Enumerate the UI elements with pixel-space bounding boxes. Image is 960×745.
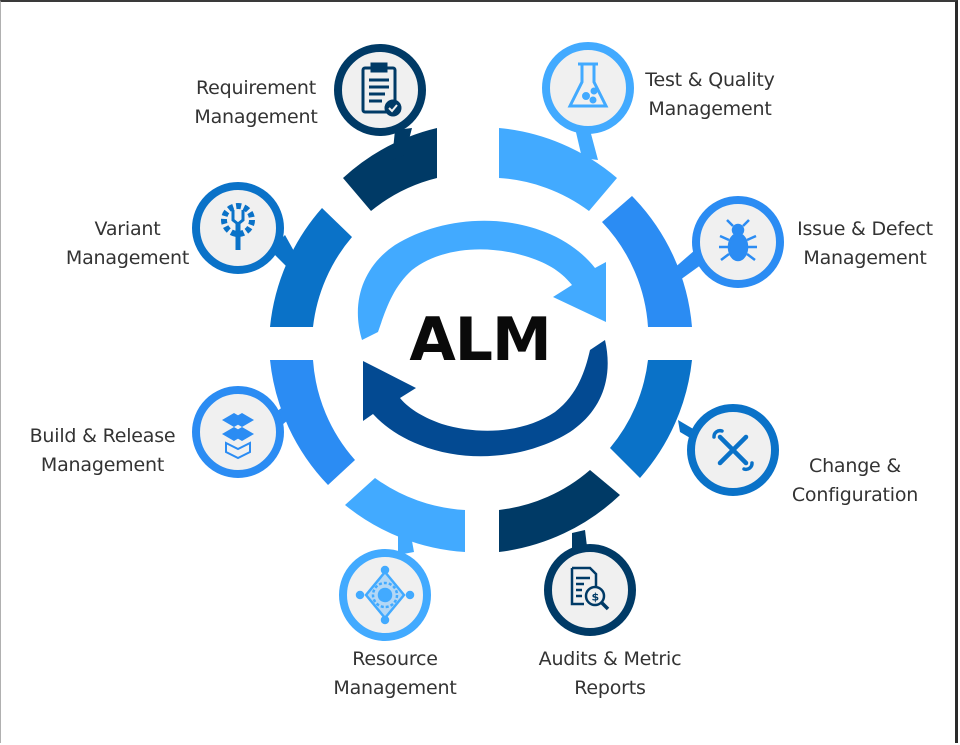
gear-wrench-icon (221, 203, 255, 250)
label-requirement: Requirement Management (194, 77, 318, 128)
arrow-top-light (357, 220, 606, 340)
badge-issue (692, 196, 784, 288)
badge-variant (192, 182, 284, 274)
bug-icon (719, 219, 757, 262)
badge-change (687, 404, 779, 496)
svg-text:$: $ (592, 591, 600, 604)
segment-audits (499, 470, 620, 552)
network-hub-icon (355, 565, 415, 625)
dropbox-boxes-icon (222, 413, 254, 460)
segment-variant (270, 208, 352, 327)
segment-requirement (343, 128, 437, 211)
label-resource: Resource Management (333, 648, 457, 699)
badge-test (542, 42, 634, 134)
badge-audits: $ (544, 544, 636, 636)
label-issue: Issue & Defect Management (797, 218, 933, 269)
label-audits: Audits & Metric Reports (538, 648, 682, 699)
badge-requirement (334, 44, 426, 136)
segment-resource (345, 478, 465, 552)
wrench-screwdriver-icon (712, 428, 754, 472)
label-change: Change & Configuration (791, 455, 919, 506)
cycle-arrows (357, 220, 608, 457)
flask-icon (567, 62, 609, 108)
arrow-bottom-dark (363, 340, 608, 457)
document-dollar-search-icon: $ (570, 566, 610, 611)
label-build: Build & Release Management (29, 425, 176, 476)
clipboard-checklist-icon (361, 62, 402, 117)
segment-build (270, 360, 355, 485)
segment-test (499, 128, 617, 211)
segment-change (610, 360, 692, 478)
segment-issue (602, 196, 692, 327)
label-test: Test & Quality Management (645, 69, 775, 120)
badge-resource (339, 549, 431, 641)
label-variant: Variant Management (65, 218, 190, 269)
center-title: ALM (409, 305, 551, 375)
badge-build (192, 386, 284, 478)
ring-segments (270, 128, 692, 552)
